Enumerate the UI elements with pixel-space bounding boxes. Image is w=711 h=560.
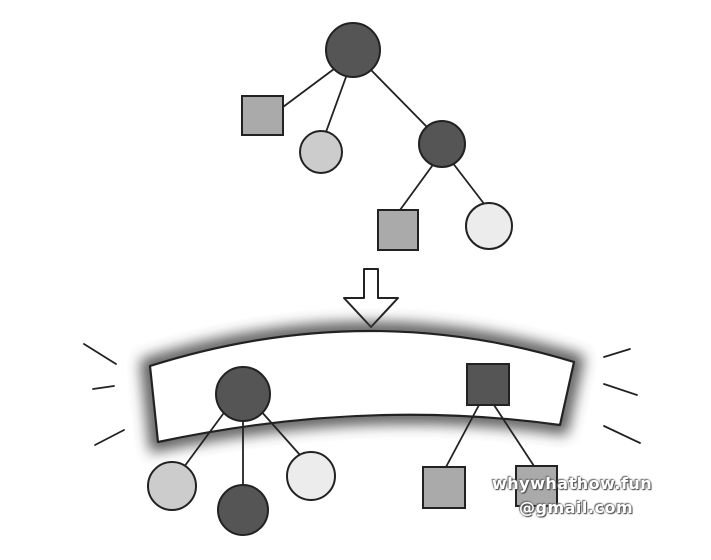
bottom-root-circle-node bbox=[215, 366, 271, 422]
edge-root-left-square bbox=[282, 65, 339, 108]
top-right-circle-child-node bbox=[465, 202, 513, 250]
edge-b2-root-left bbox=[445, 404, 480, 468]
bottom-middle-circle-node bbox=[217, 484, 269, 536]
emphasis-right-3 bbox=[603, 425, 641, 444]
bottom-right-tree-edges bbox=[445, 404, 535, 468]
bottom-left-circle-node bbox=[147, 461, 197, 511]
emphasis-left-1 bbox=[83, 343, 117, 365]
bottom-right-left-square-node bbox=[422, 466, 466, 509]
bottom-left-tree-nodes bbox=[147, 366, 336, 536]
edge-root-right-circle bbox=[370, 69, 429, 129]
emphasis-lines bbox=[83, 343, 641, 446]
top-right-circle-node bbox=[418, 120, 466, 168]
bottom-left-tree-edges bbox=[183, 409, 301, 486]
bottom-right-root-square-node bbox=[466, 363, 510, 406]
bottom-right-right-square-node bbox=[515, 465, 558, 507]
watermark-line-1: whywhathow.fun bbox=[492, 474, 653, 493]
top-tree-edges bbox=[282, 65, 486, 211]
down-arrow-icon bbox=[343, 268, 399, 328]
bottom-right-circle-node bbox=[286, 451, 336, 501]
watermark-line-2: @gmail.com bbox=[519, 498, 634, 517]
bottom-right-tree-nodes bbox=[422, 363, 558, 509]
edge-right-circle-square-child bbox=[399, 161, 436, 211]
emphasis-right-2 bbox=[603, 383, 638, 396]
edge-right-circle-circle-child bbox=[451, 161, 486, 206]
edge-b-root-left bbox=[183, 409, 227, 468]
emphasis-left-3 bbox=[94, 429, 125, 446]
top-middle-circle-node bbox=[299, 130, 343, 174]
edge-b2-root-right bbox=[493, 404, 535, 467]
edge-b-root-right bbox=[259, 409, 301, 456]
edge-root-middle-circle bbox=[325, 76, 347, 133]
emphasis-left-2 bbox=[92, 385, 115, 390]
top-left-square-node bbox=[241, 95, 284, 136]
emphasis-right-1 bbox=[603, 348, 631, 358]
top-right-square-child-node bbox=[377, 209, 419, 251]
top-root-node bbox=[325, 22, 381, 78]
top-tree-nodes bbox=[241, 22, 513, 251]
